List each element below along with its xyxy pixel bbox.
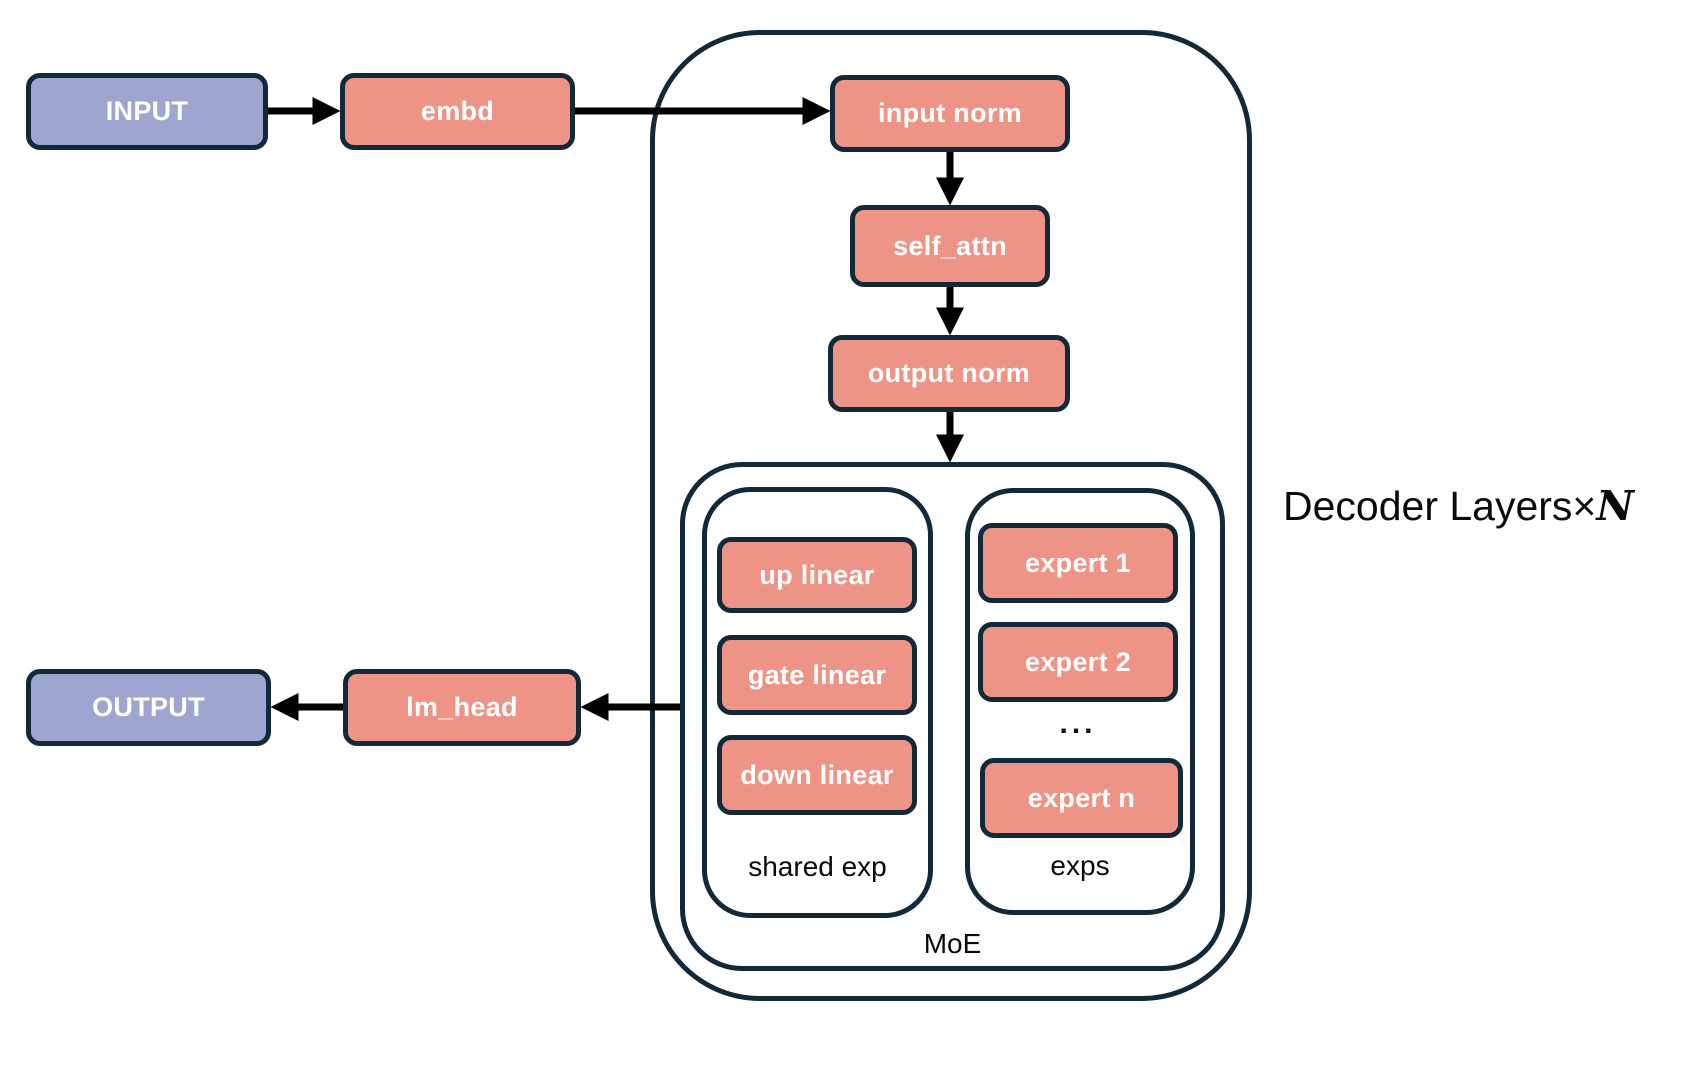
output-node: OUTPUT xyxy=(26,669,271,746)
gate-linear-node: gate linear xyxy=(717,635,917,715)
shared-exp-container xyxy=(702,487,933,918)
output-norm-node: output norm xyxy=(828,335,1070,412)
decoder-layers-title: Decoder Layers×N xyxy=(1283,482,1634,530)
exps-container xyxy=(965,488,1195,915)
decoder-layers-title-text: Decoder Layers× xyxy=(1283,483,1597,529)
moe-container xyxy=(680,462,1225,971)
lm-head-node: lm_head xyxy=(343,669,581,746)
decoder-layers-count-n: N xyxy=(1596,482,1634,530)
down-linear-node: down linear xyxy=(717,735,917,815)
input-norm-node: input norm xyxy=(830,75,1070,152)
self-attn-node: self_attn xyxy=(850,205,1050,287)
up-linear-node: up linear xyxy=(717,537,917,613)
expert-1-node: expert 1 xyxy=(978,523,1178,603)
exps-caption: exps xyxy=(1050,850,1110,881)
shared-exp-caption: shared exp xyxy=(748,851,887,882)
experts-ellipsis: ... xyxy=(1059,707,1097,740)
expert-2-node: expert 2 xyxy=(978,622,1178,702)
decoder-layers-container xyxy=(650,30,1252,1001)
expert-n-node: expert n xyxy=(980,758,1183,838)
input-node: INPUT xyxy=(26,73,268,150)
embd-node: embd xyxy=(340,73,575,150)
moe-caption: MoE xyxy=(923,928,982,959)
